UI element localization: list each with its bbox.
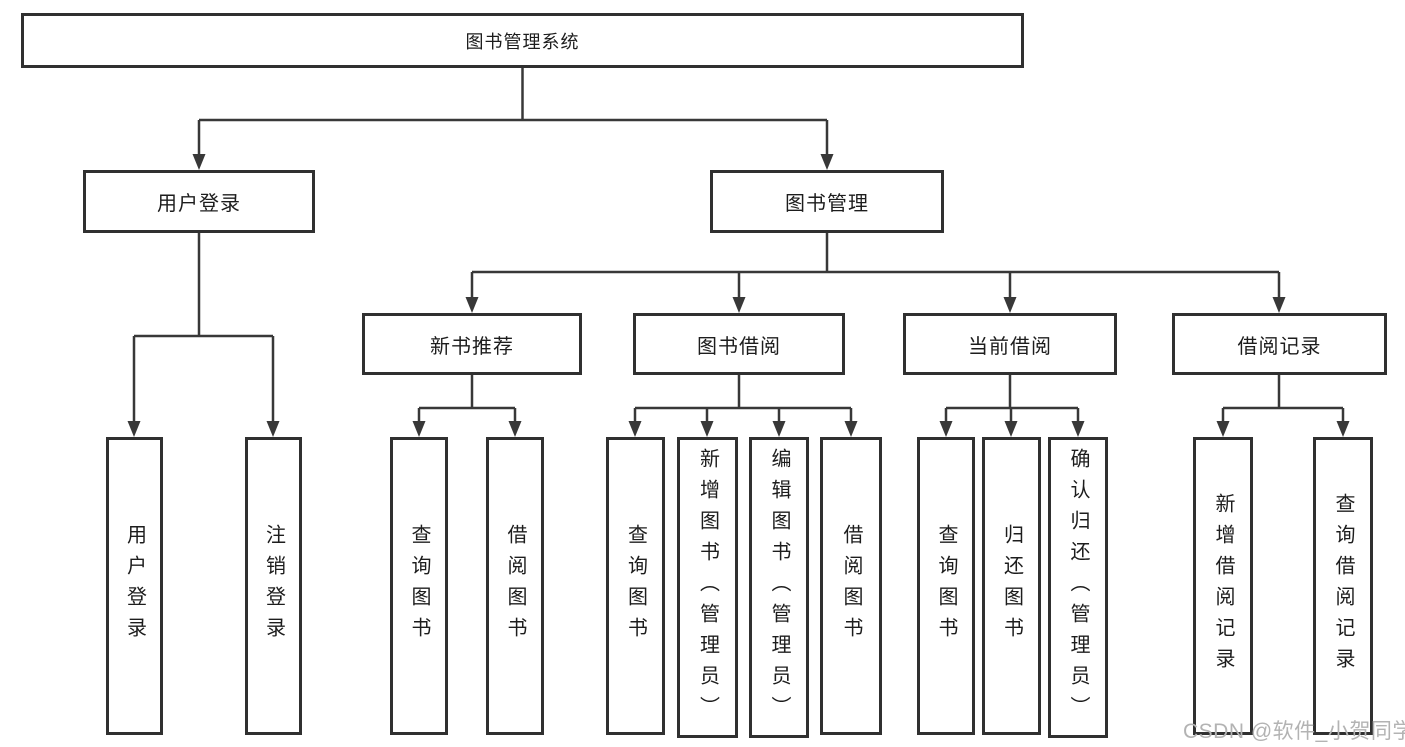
leaf-user-login: 用户登录 (106, 437, 163, 735)
leaf-current-query-books: 查询图书 (917, 437, 975, 735)
leaf-query-borrow-record: 查询借阅记录 (1313, 437, 1373, 735)
leaf-recommend-query-books: 查询图书 (390, 437, 448, 735)
leaf-query-borrow-record-label: 查询借阅记录 (1332, 493, 1354, 679)
leaf-confirm-return-admin-label: 确认归还（管理员） (1067, 448, 1089, 727)
leaf-borrowing-borrow-books-label: 借阅图书 (840, 524, 862, 648)
leaf-recommend-query-books-label: 查询图书 (408, 524, 430, 648)
node-user-login-branch: 用户登录 (83, 170, 315, 233)
leaf-logout: 注销登录 (245, 437, 302, 735)
node-library-management-system: 图书管理系统 (21, 13, 1024, 68)
leaf-borrowing-query-books: 查询图书 (606, 437, 665, 735)
leaf-recommend-borrow-books-label: 借阅图书 (504, 524, 526, 648)
leaf-logout-label: 注销登录 (262, 524, 285, 648)
leaf-add-borrow-record-label: 新增借阅记录 (1212, 493, 1234, 679)
node-book-borrowing: 图书借阅 (633, 313, 845, 375)
leaf-add-book-admin-label: 新增图书（管理员） (696, 448, 719, 727)
leaf-current-query-books-label: 查询图书 (935, 524, 957, 648)
leaf-add-book-admin: 新增图书（管理员） (677, 437, 738, 738)
node-borrowing-records: 借阅记录 (1172, 313, 1387, 375)
leaf-borrowing-query-books-label: 查询图书 (624, 524, 647, 648)
leaf-edit-book-admin: 编辑图书（管理员） (749, 437, 809, 738)
leaf-borrowing-borrow-books: 借阅图书 (820, 437, 882, 735)
leaf-recommend-borrow-books: 借阅图书 (486, 437, 544, 735)
leaf-edit-book-admin-label: 编辑图书（管理员） (768, 448, 790, 727)
leaf-user-login-label: 用户登录 (123, 524, 146, 648)
csdn-watermark: CSDN @软件_小贺同学 (1183, 720, 1405, 743)
node-current-borrowing: 当前借阅 (903, 313, 1117, 375)
leaf-confirm-return-admin: 确认归还（管理员） (1048, 437, 1108, 738)
leaf-return-book: 归还图书 (982, 437, 1041, 735)
node-book-management-branch: 图书管理 (710, 170, 944, 233)
node-new-book-recommendation: 新书推荐 (362, 313, 582, 375)
leaf-add-borrow-record: 新增借阅记录 (1193, 437, 1253, 735)
leaf-return-book-label: 归还图书 (1000, 524, 1023, 648)
